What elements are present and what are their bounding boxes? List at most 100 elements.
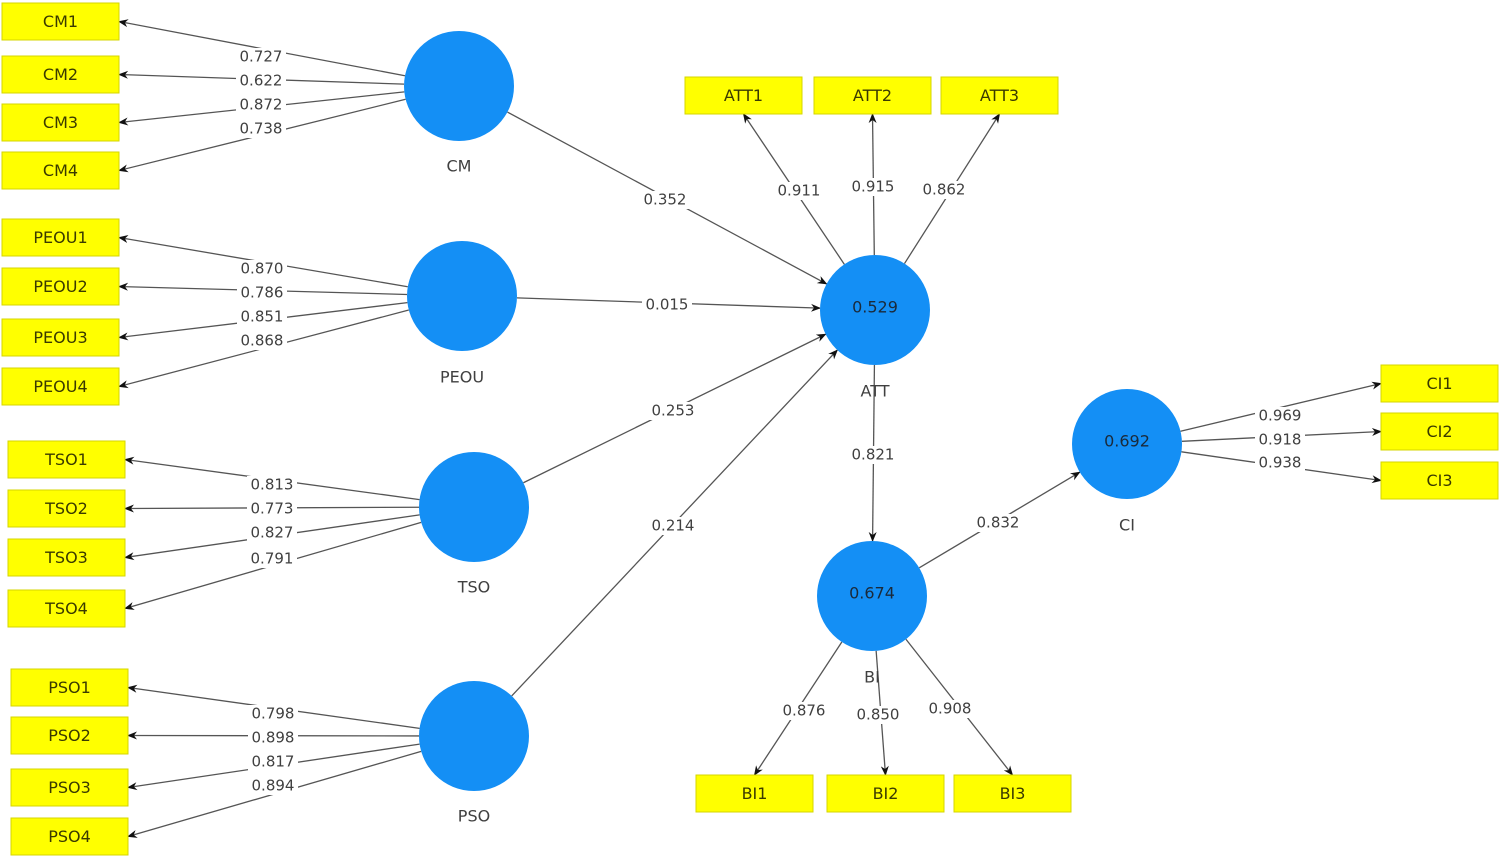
indicator-box[interactable]	[684, 76, 803, 115]
indicator-box[interactable]	[1, 318, 120, 357]
indicator-box[interactable]	[1, 103, 120, 142]
indicator-box[interactable]	[10, 668, 129, 707]
indicator-ci1[interactable]: CI1	[1380, 364, 1499, 403]
path-coefficient-bi-ci-bg	[973, 514, 1023, 532]
indicator-label: PSO3	[48, 778, 91, 797]
construct-circle[interactable]	[817, 541, 927, 651]
construct-cm[interactable]: CM	[404, 31, 514, 176]
loading-value-peou4-bg	[237, 332, 287, 350]
loading-value-ci1-bg	[1255, 407, 1305, 425]
indicator-bi3[interactable]: BI3	[953, 774, 1072, 813]
indicator-tso3[interactable]: TSO3	[7, 538, 126, 577]
indicator-ci2[interactable]: CI2	[1380, 412, 1499, 451]
construct-circle[interactable]	[1072, 389, 1182, 499]
construct-pso[interactable]: PSO	[419, 681, 529, 826]
indicator-pso2[interactable]: PSO2	[10, 716, 129, 755]
indicator-tso2[interactable]: TSO2	[7, 489, 126, 528]
construct-circle[interactable]	[419, 681, 529, 791]
indicator-ci3[interactable]: CI3	[1380, 461, 1499, 500]
indicator-box[interactable]	[1380, 412, 1499, 451]
indicator-box[interactable]	[953, 774, 1072, 813]
path-coefficient-tso-att: 0.253	[652, 402, 695, 420]
indicator-pso1[interactable]: PSO1	[10, 668, 129, 707]
indicator-box[interactable]	[1, 218, 120, 257]
indicator-box[interactable]	[940, 76, 1059, 115]
indicator-label: CI2	[1426, 422, 1452, 441]
indicator-box[interactable]	[1380, 461, 1499, 500]
construct-circle[interactable]	[419, 452, 529, 562]
construct-peou[interactable]: PEOU	[407, 241, 517, 387]
indicator-label: TSO4	[44, 599, 88, 618]
indicator-label: PSO2	[48, 726, 91, 745]
construct-circle[interactable]	[407, 241, 517, 351]
indicator-box[interactable]	[813, 76, 932, 115]
indicator-box[interactable]	[7, 489, 126, 528]
loading-value-cm2: 0.622	[240, 72, 283, 90]
indicator-peou2[interactable]: PEOU2	[1, 267, 120, 306]
indicator-label: CM4	[43, 161, 78, 180]
loading-value-bi1: 0.876	[783, 702, 826, 720]
indicator-box[interactable]	[7, 538, 126, 577]
construct-circle[interactable]	[404, 31, 514, 141]
indicator-label: TSO3	[44, 548, 88, 567]
indicator-att3[interactable]: ATT3	[940, 76, 1059, 115]
loading-value-peou2-bg	[237, 284, 287, 302]
indicator-box[interactable]	[1, 151, 120, 190]
indicator-box[interactable]	[10, 768, 129, 807]
indicator-peou4[interactable]: PEOU4	[1, 367, 120, 406]
indicator-cm2[interactable]: CM2	[1, 55, 120, 94]
indicator-pso3[interactable]: PSO3	[10, 768, 129, 807]
indicator-pso4[interactable]: PSO4	[10, 817, 129, 856]
indicator-tso4[interactable]: TSO4	[7, 589, 126, 628]
indicator-att1[interactable]: ATT1	[684, 76, 803, 115]
path-coefficient-tso-att-bg	[648, 402, 698, 420]
loading-value-tso3: 0.827	[251, 524, 294, 542]
indicator-peou1[interactable]: PEOU1	[1, 218, 120, 257]
indicator-cm1[interactable]: CM1	[1, 2, 120, 41]
indicator-att2[interactable]: ATT2	[813, 76, 932, 115]
indicator-box[interactable]	[695, 774, 814, 813]
r-squared-value: 0.692	[1104, 432, 1150, 451]
indicator-label: BI1	[742, 784, 768, 803]
indicator-box[interactable]	[1, 267, 120, 306]
indicator-label: BI3	[1000, 784, 1026, 803]
construct-circle[interactable]	[820, 255, 930, 365]
loading-value-peou3-bg	[237, 308, 287, 326]
indicator-box[interactable]	[7, 440, 126, 479]
loading-value-tso4-bg	[247, 550, 297, 568]
construct-tso[interactable]: TSO	[419, 452, 529, 597]
indicator-label: TSO2	[44, 499, 88, 518]
indicator-label: ATT3	[980, 86, 1019, 105]
loading-value-pso3-bg	[248, 753, 298, 771]
indicator-cm3[interactable]: CM3	[1, 103, 120, 142]
indicator-box[interactable]	[10, 716, 129, 755]
loading-value-pso3: 0.817	[252, 753, 295, 771]
indicator-tso1[interactable]: TSO1	[7, 440, 126, 479]
loading-value-cm3-bg	[236, 96, 286, 114]
indicator-bi1[interactable]: BI1	[695, 774, 814, 813]
indicator-box[interactable]	[1380, 364, 1499, 403]
indicator-peou3[interactable]: PEOU3	[1, 318, 120, 357]
loading-value-att1-bg	[774, 182, 824, 200]
indicator-label: ATT1	[724, 86, 763, 105]
loading-value-peou1-bg	[237, 260, 287, 278]
indicator-box[interactable]	[826, 774, 945, 813]
construct-name: TSO	[457, 578, 491, 597]
loading-value-att2-bg	[848, 178, 898, 196]
loading-value-cm2-bg	[236, 72, 286, 90]
construct-name: BI	[864, 668, 880, 687]
indicator-box[interactable]	[10, 817, 129, 856]
indicator-box[interactable]	[1, 367, 120, 406]
loading-value-cm4-bg	[236, 120, 286, 138]
path-coefficient-pso-att: 0.214	[652, 517, 695, 535]
indicator-box[interactable]	[1, 55, 120, 94]
indicator-cm4[interactable]: CM4	[1, 151, 120, 190]
indicator-box[interactable]	[7, 589, 126, 628]
indicator-bi2[interactable]: BI2	[826, 774, 945, 813]
indicator-box[interactable]	[1, 2, 120, 41]
r-squared-value: 0.674	[849, 584, 895, 603]
